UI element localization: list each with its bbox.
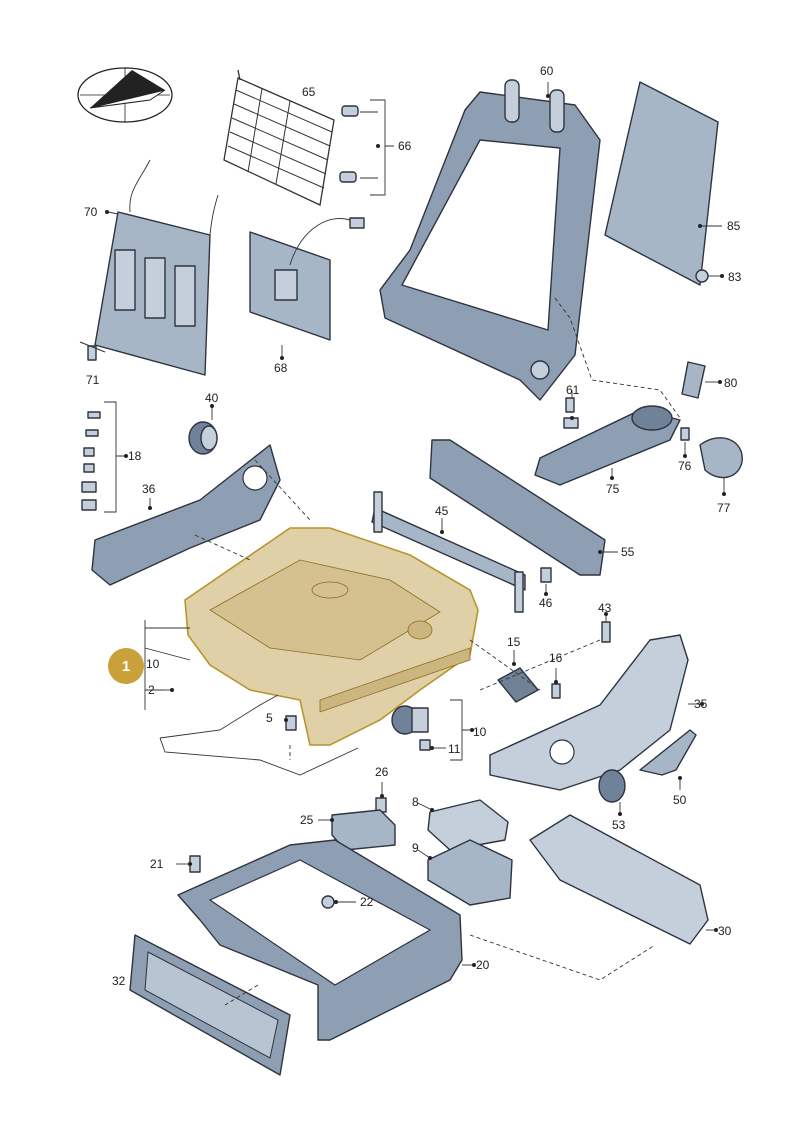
extra-leaders bbox=[144, 390, 573, 749]
label-46: 46 bbox=[539, 596, 553, 610]
part-45-crossbar bbox=[371, 491, 526, 613]
part-5-screw bbox=[285, 715, 297, 731]
label-71: 71 bbox=[86, 373, 100, 387]
label-40: 40 bbox=[205, 391, 219, 405]
label-30: 30 bbox=[718, 924, 732, 938]
label-68: 68 bbox=[274, 361, 288, 375]
part-68-mount-plate bbox=[249, 217, 365, 358]
part-85-rear-panel bbox=[604, 81, 722, 286]
label-20: 20 bbox=[476, 958, 490, 972]
part-46-screw bbox=[540, 567, 552, 594]
part-43-screw bbox=[601, 614, 611, 643]
part-61-screw bbox=[563, 397, 579, 429]
part-15-lever bbox=[497, 650, 539, 703]
label-5: 5 bbox=[266, 711, 273, 725]
callout-badge-label: 1 bbox=[122, 658, 130, 675]
part-36-side-cover bbox=[91, 444, 281, 586]
label-53: 53 bbox=[612, 818, 626, 832]
part-70-backrest-frame bbox=[94, 159, 219, 376]
label-35: 35 bbox=[694, 697, 708, 711]
part-35-side-panel bbox=[489, 634, 702, 791]
label-85: 85 bbox=[727, 219, 741, 233]
label-15: 15 bbox=[507, 635, 521, 649]
part-18-small-parts bbox=[81, 401, 126, 513]
label-76: 76 bbox=[678, 459, 692, 473]
part-20-seat-base bbox=[177, 839, 474, 1041]
part-77-cap bbox=[699, 437, 743, 494]
part-25-block bbox=[318, 809, 396, 851]
part-76-screw bbox=[680, 427, 690, 456]
label-18: 18 bbox=[128, 449, 142, 463]
part-80-pin bbox=[681, 361, 720, 399]
label-8: 8 bbox=[412, 795, 419, 809]
label-61: 61 bbox=[566, 383, 580, 397]
label-77: 77 bbox=[717, 501, 731, 515]
label-65: 65 bbox=[302, 85, 316, 99]
part-60-backrest-frame bbox=[379, 79, 601, 401]
label-43: 43 bbox=[598, 601, 612, 615]
part-labels: 65 66 60 70 85 83 68 71 80 61 40 18 76 7… bbox=[84, 64, 742, 988]
label-55: 55 bbox=[621, 545, 635, 559]
part-66-clips bbox=[339, 99, 394, 196]
label-25: 25 bbox=[300, 813, 314, 827]
part-32-panel bbox=[129, 934, 291, 1076]
compass-logo-icon bbox=[77, 67, 173, 123]
part-53-knob bbox=[598, 769, 626, 814]
part-65-wire-grid bbox=[223, 69, 335, 206]
assembly-lines bbox=[194, 297, 681, 1006]
part-9-bracket bbox=[417, 839, 513, 906]
part-10-motor bbox=[391, 699, 472, 761]
label-80: 80 bbox=[724, 376, 738, 390]
part-30-box bbox=[529, 814, 716, 945]
label-70: 70 bbox=[84, 205, 98, 219]
label-50: 50 bbox=[673, 793, 687, 807]
label-9: 9 bbox=[412, 841, 419, 855]
label-10b: 10 bbox=[473, 725, 487, 739]
label-32: 32 bbox=[112, 974, 126, 988]
label-16: 16 bbox=[549, 651, 563, 665]
part-1-seat-base-frame bbox=[184, 527, 479, 746]
part-75-armrest bbox=[534, 405, 681, 486]
part-40-knob bbox=[188, 406, 218, 455]
label-36: 36 bbox=[142, 482, 156, 496]
part-71-bolt bbox=[79, 341, 106, 361]
part-83-nut bbox=[695, 269, 722, 283]
label-22: 22 bbox=[360, 895, 374, 909]
part-55-rail-bar bbox=[429, 439, 618, 576]
label-26: 26 bbox=[375, 765, 389, 779]
label-83: 83 bbox=[728, 270, 742, 284]
label-60: 60 bbox=[540, 64, 554, 78]
part-8-cover bbox=[417, 799, 509, 851]
callout-badge: 1 bbox=[108, 648, 144, 684]
label-66: 66 bbox=[398, 139, 412, 153]
label-11: 11 bbox=[448, 742, 461, 756]
label-10a: 10 bbox=[146, 657, 160, 671]
label-21: 21 bbox=[150, 857, 164, 871]
label-45: 45 bbox=[435, 504, 449, 518]
label-2: 2 bbox=[148, 683, 155, 697]
label-75: 75 bbox=[606, 482, 620, 496]
